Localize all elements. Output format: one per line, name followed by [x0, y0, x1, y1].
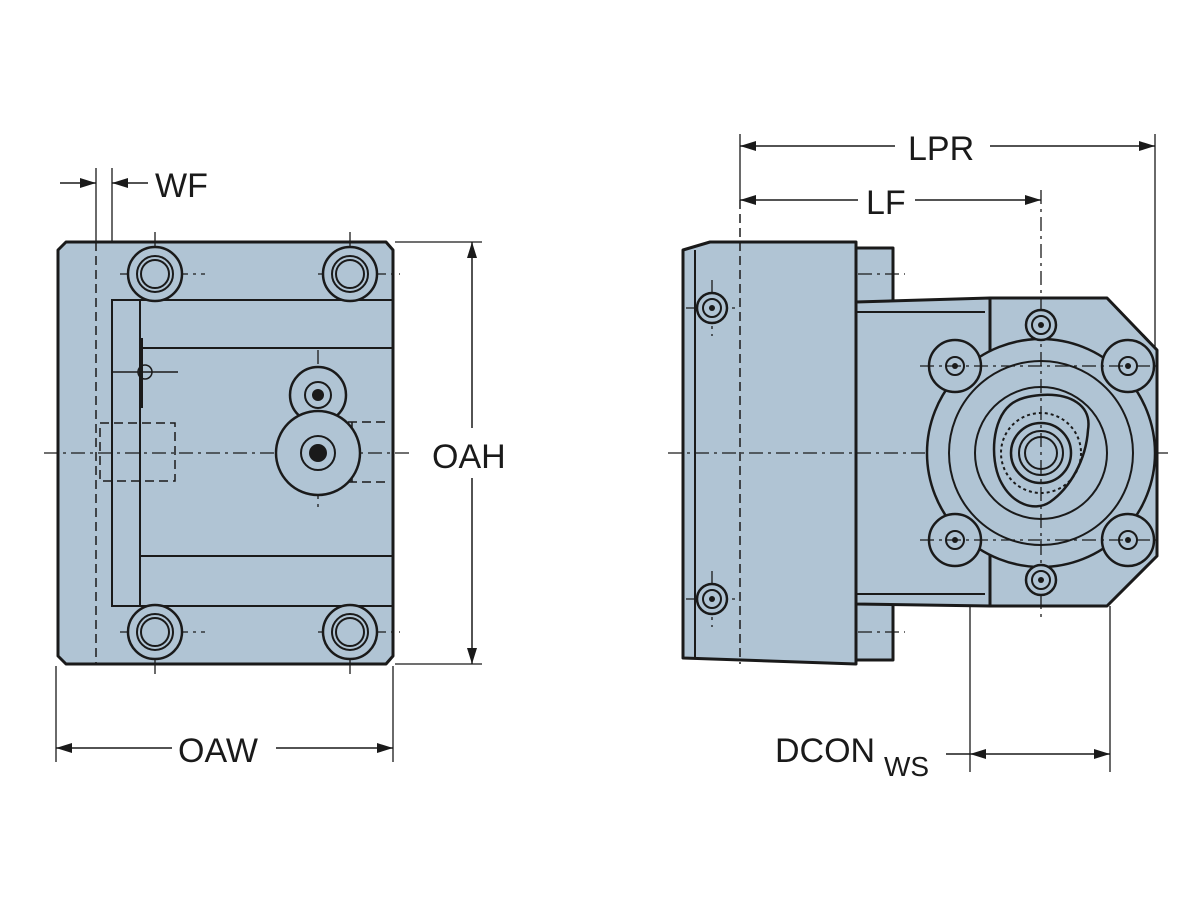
- clamp-screw-icon: [695, 291, 729, 325]
- front-view: WF OAH OAW: [44, 167, 506, 770]
- mounting-bolt-icon: [126, 603, 184, 661]
- oaw-label: OAW: [178, 732, 258, 770]
- dcon-label: DCON: [775, 732, 875, 770]
- lpr-dimension: LPR: [739, 130, 1156, 348]
- flange-bolt-icon: [1024, 308, 1058, 342]
- oah-label: OAH: [432, 438, 506, 476]
- flange-bolt-icon: [1024, 563, 1058, 597]
- mounting-bolt-icon: [126, 245, 184, 303]
- wf-label: WF: [155, 167, 208, 205]
- lpr-label: LPR: [908, 130, 974, 168]
- mounting-bolt-icon: [321, 603, 379, 661]
- lf-label: LF: [866, 184, 906, 222]
- lf-dimension: LF: [740, 184, 1041, 222]
- dcon-subscript: WS: [884, 751, 929, 782]
- drive-spindle-icon: [274, 409, 362, 497]
- wf-dimension: WF: [60, 167, 208, 242]
- mounting-bolt-icon: [321, 245, 379, 303]
- oah-dimension: OAH: [395, 241, 506, 665]
- round-flange: [925, 190, 1157, 620]
- clamp-screw-icon: [695, 582, 729, 616]
- dcon-dimension: DCON WS: [775, 606, 1111, 782]
- oaw-dimension: OAW: [55, 666, 394, 770]
- side-view-upper-tab: [854, 246, 895, 304]
- side-view: LPR LF DCON WS: [668, 130, 1170, 782]
